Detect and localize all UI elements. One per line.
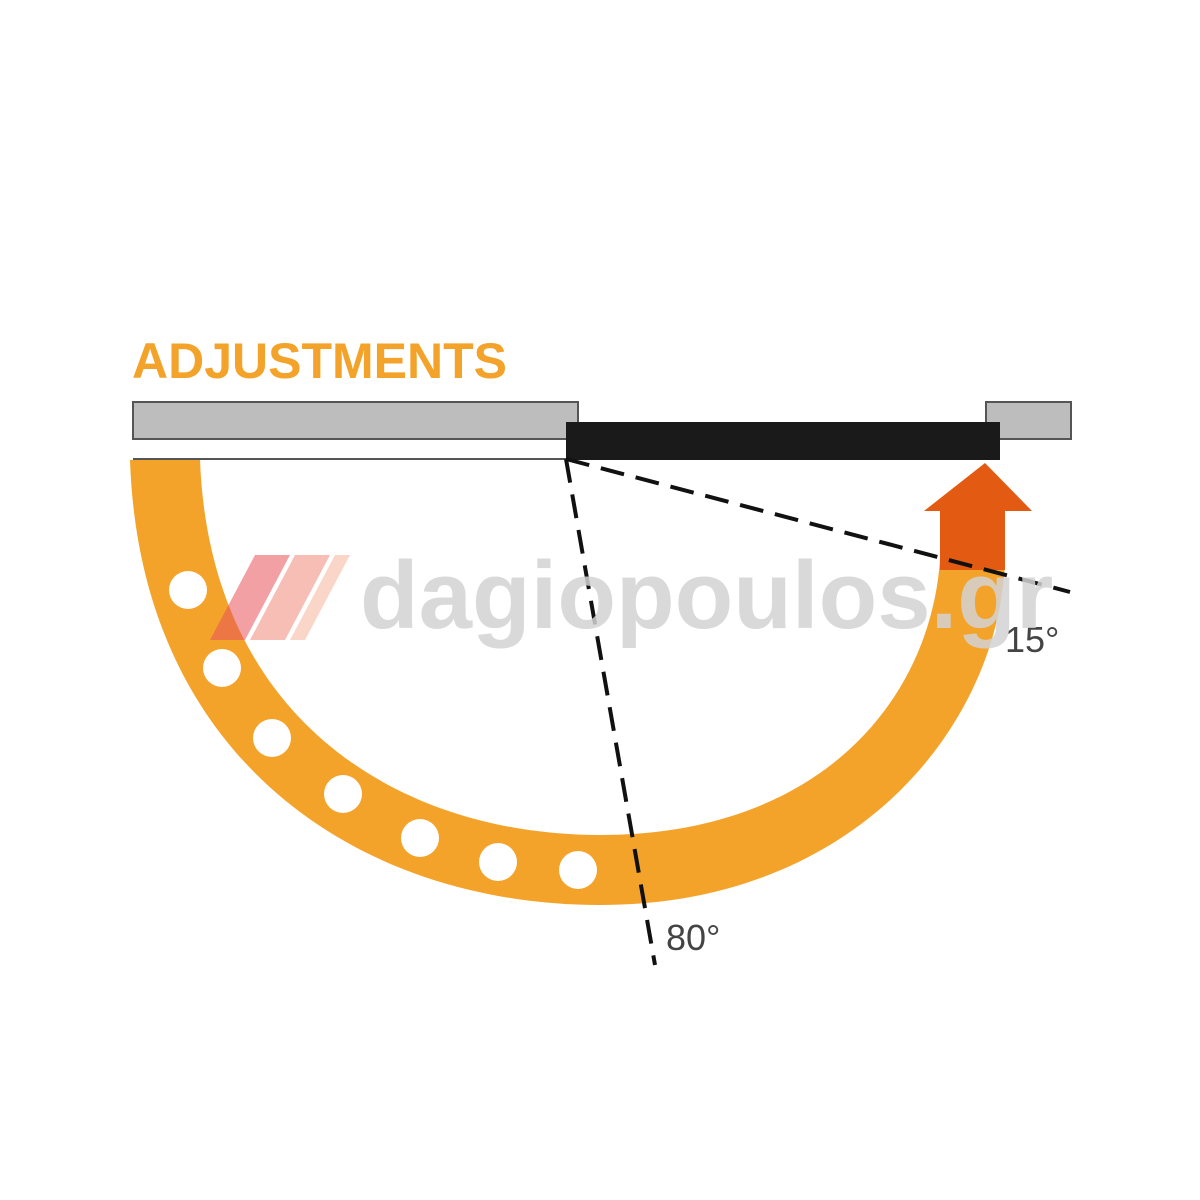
arc-hole — [169, 571, 207, 609]
dashed-line-80-degrees — [564, 458, 657, 966]
angle-label-15: 15° — [1005, 619, 1059, 660]
diagram-title: ADJUSTMENTS — [132, 333, 507, 389]
arc-holes — [169, 571, 597, 889]
angle-label-80: 80° — [666, 917, 720, 958]
door-panel-closed — [566, 422, 1000, 460]
arc-hole — [203, 649, 241, 687]
arc-hole — [401, 819, 439, 857]
arc-hole — [324, 775, 362, 813]
arc-hole — [479, 843, 517, 881]
watermark-logo-icon — [210, 555, 350, 640]
frame-left-segment — [132, 401, 579, 440]
arc-hole — [253, 719, 291, 757]
frame-right-segment — [985, 401, 1072, 440]
arrow-head-icon — [924, 463, 1032, 570]
dashed-line-15-degrees — [565, 457, 1071, 594]
swing-arc-band — [130, 460, 1005, 905]
watermark-text: dagiopoulos.gr — [360, 542, 1053, 649]
arc-hole — [559, 851, 597, 889]
